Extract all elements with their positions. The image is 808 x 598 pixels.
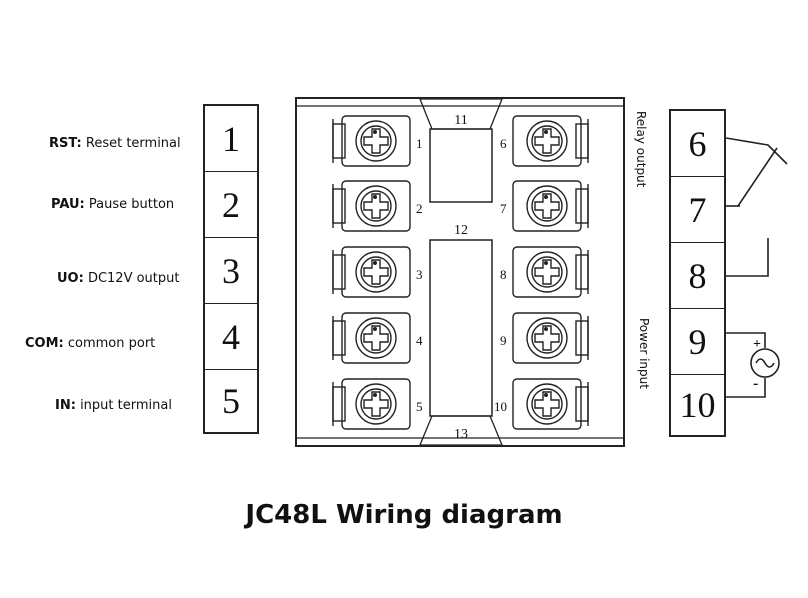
power-plus-sign: + [753,337,761,352]
screw-terminal-right-9 [512,312,582,364]
clamp-bracket [575,119,589,163]
clamp-bracket [575,316,589,360]
window-11 [429,128,493,203]
clamp-bracket [332,382,346,426]
window-12 [429,239,493,417]
pin-label-right: 10 [494,399,507,414]
diagram-title: JC48L Wiring diagram [245,500,563,530]
screw-terminal-right-10 [512,378,582,430]
clamp-bracket [575,250,589,294]
pin-label-right: 8 [500,267,507,282]
screw-terminal-left-1 [341,115,411,167]
screw-terminal-left-2 [341,180,411,232]
pin-label-left: 2 [416,201,423,216]
pin-label-right: 7 [500,201,507,216]
screw-terminal-right-6 [512,115,582,167]
left-terminal-1: 1 [205,106,257,172]
clamp-bracket [575,184,589,228]
screw-terminal-right-7 [512,180,582,232]
left-terminal-2: 2 [205,172,257,238]
right-terminal-6: 6 [671,111,724,177]
clamp-bracket [332,250,346,294]
screw-terminal-left-5 [341,378,411,430]
pin-label-left: 5 [416,399,423,414]
right-terminal-9: 9 [671,309,724,375]
left-terminal-block: 1 2 3 4 5 [203,104,259,434]
label-pau: PAU: Pause button [51,197,175,212]
relay-switch [725,137,788,277]
label-rst: RST: Reset terminal [49,136,181,151]
label-com: COM: common port [25,336,156,351]
relay-output-label: Relay output [634,111,648,188]
screw-terminal-left-3 [341,246,411,298]
window-13-label: 13 [454,427,468,442]
pin-label-right: 9 [500,333,507,348]
screw-terminal-right-8 [512,246,582,298]
clamp-bracket [332,119,346,163]
pin-label-right: 6 [500,136,507,151]
right-terminal-8: 8 [671,243,724,309]
right-terminal-10: 10 [679,385,716,425]
clamp-bracket [332,184,346,228]
window-13-frame [419,415,503,446]
pin-label-left: 3 [416,267,423,282]
left-terminal-3: 3 [205,238,257,304]
power-minus-sign: - [753,375,758,392]
pin-label-left: 1 [416,136,423,151]
left-terminal-5: 5 [222,381,240,421]
right-terminal-7: 7 [671,177,724,243]
clamp-bracket [332,316,346,360]
pin-label-left: 4 [416,333,423,348]
power-input-label: Power input [637,318,651,389]
power-source-symbol [726,332,780,398]
label-uo: UO: DC12V output [57,271,180,286]
right-terminal-block: 6 7 8 9 10 [669,109,726,437]
left-terminal-4: 4 [205,304,257,370]
window-12-label: 12 [454,223,468,238]
clamp-bracket [575,382,589,426]
screw-terminal-left-4 [341,312,411,364]
window-11-label: 11 [454,113,467,128]
label-in: IN: input terminal [55,398,172,413]
